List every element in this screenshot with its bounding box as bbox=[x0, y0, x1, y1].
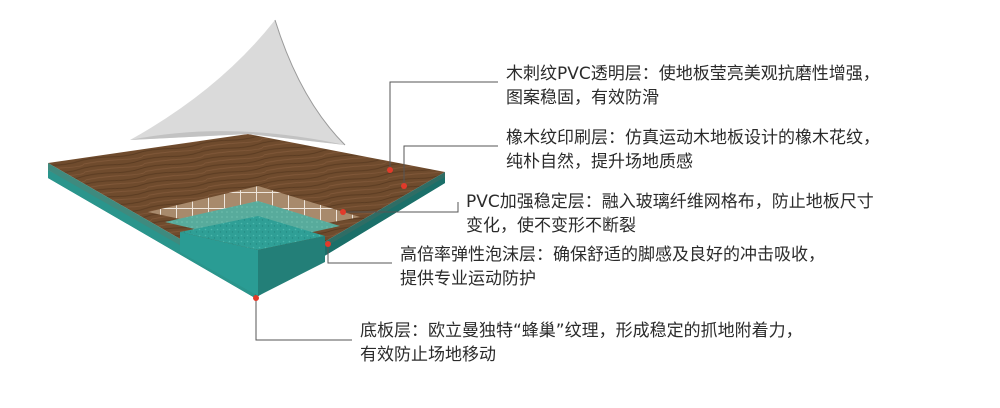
marker-oak-print bbox=[401, 183, 407, 189]
marker-wood-pvc bbox=[387, 167, 393, 173]
label-wood-pvc-line2: 图案稳固，有效防滑 bbox=[506, 88, 659, 108]
marker-reinforced bbox=[340, 209, 346, 215]
label-base-line2: 有效防止场地移动 bbox=[360, 345, 496, 365]
label-wood-pvc-line1: 木刺纹PVC透明层：使地板莹亮美观抗磨性增强， bbox=[506, 64, 880, 84]
leader-foam bbox=[327, 244, 392, 264]
markers bbox=[253, 167, 407, 301]
label-base-line1: 底板层：欧立曼独特“蜂巢”纹理，形成稳定的抓地附着力， bbox=[360, 321, 803, 341]
base-texture-shape bbox=[180, 216, 325, 296]
label-oak-print-layer: 橡木纹印刷层：仿真运动木地板设计的橡木花纹， 纯朴自然，提升场地质感 bbox=[506, 126, 880, 174]
leader-oak-print bbox=[403, 145, 498, 186]
marker-foam bbox=[325, 241, 331, 247]
label-oak-print-line2: 纯朴自然，提升场地质感 bbox=[506, 152, 693, 172]
leader-wood-pvc bbox=[389, 81, 498, 170]
label-wood-pvc-layer: 木刺纹PVC透明层：使地板莹亮美观抗磨性增强， 图案稳固，有效防滑 bbox=[506, 62, 880, 110]
leader-lines bbox=[255, 81, 498, 341]
leader-reinforced bbox=[343, 202, 459, 213]
label-reinforced-line2: 变化，使不变形不断裂 bbox=[466, 216, 636, 236]
label-foam-line2: 提供专业运动防护 bbox=[400, 269, 536, 289]
label-reinforced-line1: PVC加强稳定层：融入玻璃纤维网格布，防止地板尺寸 bbox=[466, 192, 874, 212]
label-foam-line1: 高倍率弹性泡沫层：确保舒适的脚感及良好的冲击吸收， bbox=[400, 245, 825, 265]
leader-base bbox=[255, 298, 352, 341]
label-base-layer: 底板层：欧立曼独特“蜂巢”纹理，形成稳定的抓地附着力， 有效防止场地移动 bbox=[360, 319, 803, 367]
marker-base bbox=[253, 295, 259, 301]
label-reinforced-layer: PVC加强稳定层：融入玻璃纤维网格布，防止地板尺寸 变化，使不变形不断裂 bbox=[466, 190, 874, 238]
wood-pvc-layer-shape bbox=[130, 19, 346, 146]
label-foam-layer: 高倍率弹性泡沫层：确保舒适的脚感及良好的冲击吸收， 提供专业运动防护 bbox=[400, 243, 825, 291]
label-oak-print-line1: 橡木纹印刷层：仿真运动木地板设计的橡木花纹， bbox=[506, 128, 880, 148]
